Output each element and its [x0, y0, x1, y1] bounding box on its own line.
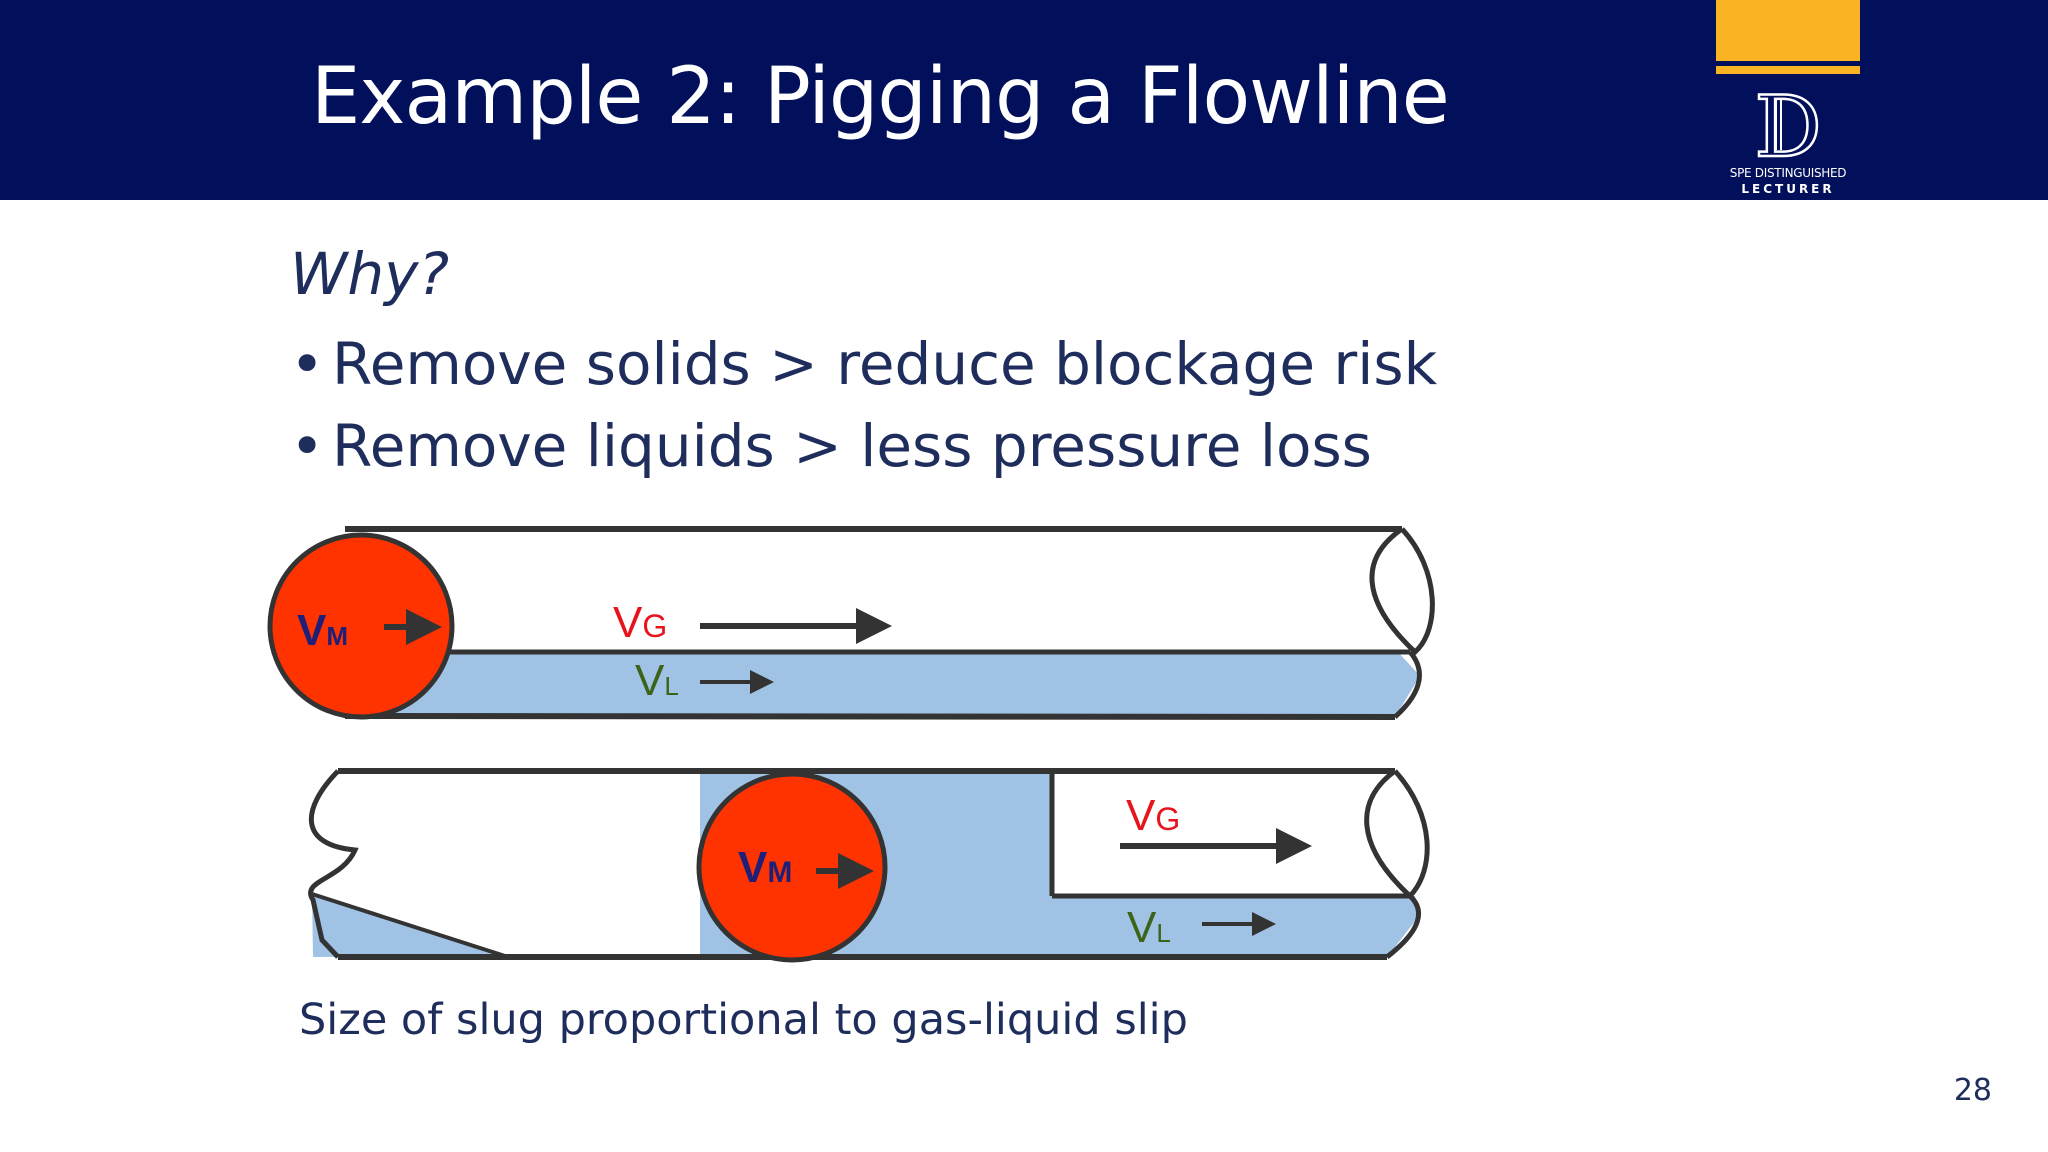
bottom-liquid-label: VL: [1127, 903, 1171, 952]
header-bar: Example 2: Pigging a Flowline D SPE DIST…: [0, 0, 2048, 200]
why-heading: Why?: [290, 240, 450, 308]
top-gas-label: VG: [613, 598, 667, 647]
logo-d-icon: D: [1754, 84, 1822, 164]
slide-title: Example 2: Pigging a Flowline: [311, 52, 1450, 142]
top-pig-label: VM: [297, 606, 348, 655]
page-number: 28: [1953, 1073, 1992, 1108]
logo-accent-bar: [1716, 0, 1860, 61]
top-liquid-label: VL: [635, 656, 679, 705]
bullet-text: Remove solids > reduce blockage risk: [332, 330, 1438, 398]
bottom-wedge-surface: [311, 892, 506, 958]
bottom-pipe-break-right: [1364, 768, 1430, 900]
top-pig: [267, 532, 455, 720]
bullet-item: •Remove liquids > less pressure loss: [290, 405, 1437, 487]
bullet-item: •Remove solids > reduce blockage risk: [290, 323, 1437, 405]
spe-logo: D SPE DISTINGUISHED LECTURER: [1716, 0, 1860, 200]
top-pipe-break: [1369, 526, 1435, 656]
top-pipe: VM VG VL: [267, 526, 1435, 720]
bottom-pipe-break-left: [308, 769, 359, 959]
bottom-liquid-slug: [700, 774, 1420, 957]
bottom-gas-label: VG: [1126, 791, 1180, 840]
bullet-dot: •: [290, 330, 325, 398]
caption: Size of slug proportional to gas-liquid …: [299, 995, 1188, 1045]
bottom-pipe: VM VG VL: [308, 768, 1430, 963]
bullet-dot: •: [290, 412, 325, 480]
logo-accent-line: [1716, 66, 1860, 74]
bottom-pig: [696, 771, 888, 963]
bullet-text: Remove liquids > less pressure loss: [332, 412, 1372, 480]
logo-letter: D: [1754, 84, 1821, 164]
logo-text-lecturer: LECTURER: [1741, 182, 1835, 196]
logo-text-distinguished: SPE DISTINGUISHED: [1729, 166, 1847, 180]
top-liquid-layer: [345, 652, 1420, 717]
bottom-pig-label: VM: [738, 843, 792, 892]
top-pipe-wall-bottom: [344, 713, 1396, 720]
bullet-list: •Remove solids > reduce blockage risk •R…: [290, 323, 1437, 487]
